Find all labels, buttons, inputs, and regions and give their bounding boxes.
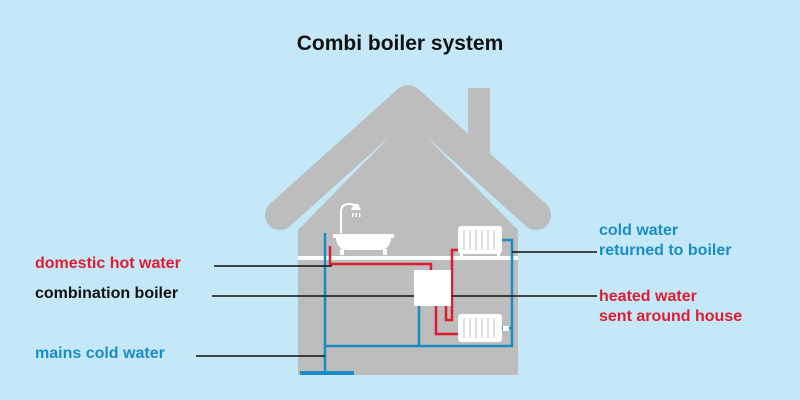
radiator-downstairs-icon [458, 314, 509, 342]
label-cold-water-returned-line2: returned to boiler [599, 242, 732, 259]
leader-lines [196, 251, 597, 357]
diagram-title: Combi boiler system [296, 32, 504, 55]
label-heated-water-line1: heated water [599, 288, 697, 305]
cold-water-pipes [300, 233, 514, 375]
label-heated-water-sent: heated water sent around house [599, 287, 742, 327]
radiator-upstairs-icon [458, 226, 502, 257]
label-cold-water-returned-line1: cold water [599, 222, 679, 239]
label-combination-boiler: combination boiler [35, 285, 179, 302]
label-heated-water-line2: sent around house [599, 308, 743, 325]
house-shape [265, 85, 551, 375]
hot-water-pipes [328, 246, 458, 336]
combi-boiler-unit [414, 270, 451, 306]
label-domestic-hot-water: domestic hot water [35, 255, 181, 272]
label-mains-cold-water: mains cold water [35, 345, 165, 362]
floor-line [298, 256, 518, 260]
label-cold-water-returned: cold water returned to boiler [599, 221, 731, 261]
bath-icon [333, 202, 394, 255]
